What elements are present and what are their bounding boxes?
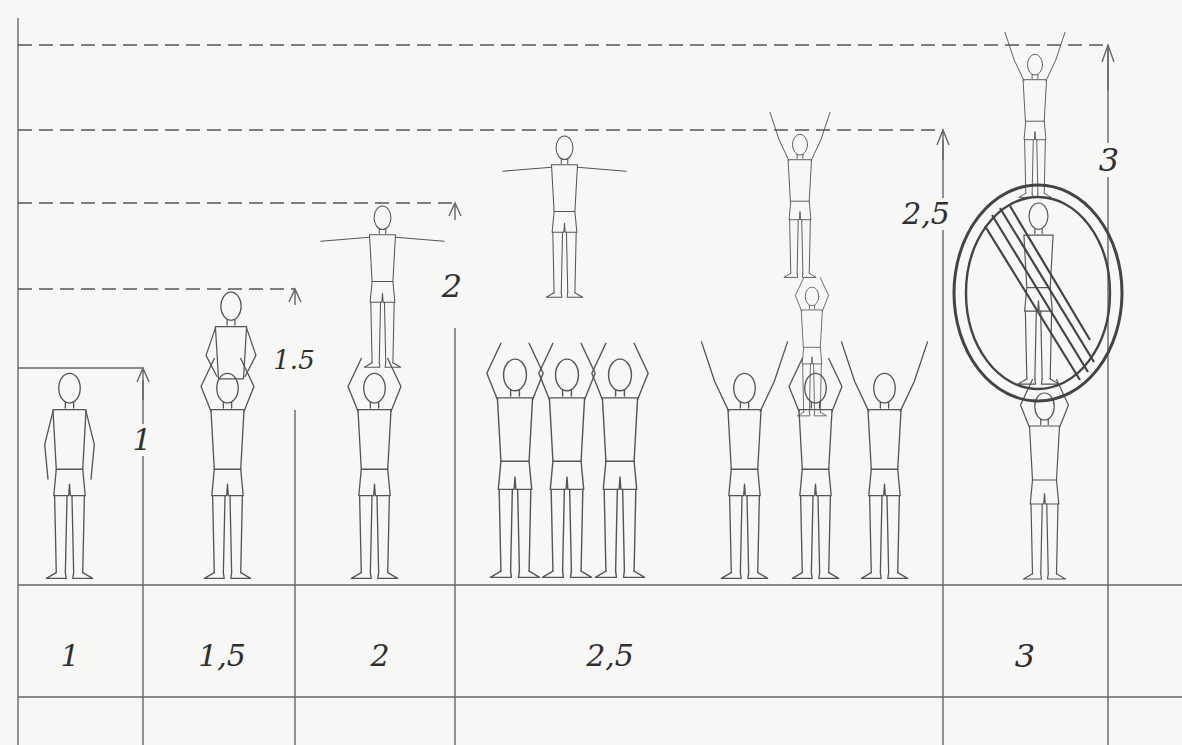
- column-label: 2,5: [583, 640, 637, 672]
- height-label: 2: [439, 269, 465, 303]
- height-label: 2,5: [899, 198, 953, 230]
- column-label: 3: [1012, 639, 1038, 673]
- prohibition-sign: [954, 185, 1122, 401]
- column-label: 1,5: [195, 640, 249, 672]
- height-label: 1: [129, 424, 154, 456]
- column-label: 1: [57, 640, 82, 672]
- column-label: 2: [367, 640, 392, 672]
- height-label: 1.5: [270, 346, 317, 374]
- height-label: 3: [1096, 143, 1122, 177]
